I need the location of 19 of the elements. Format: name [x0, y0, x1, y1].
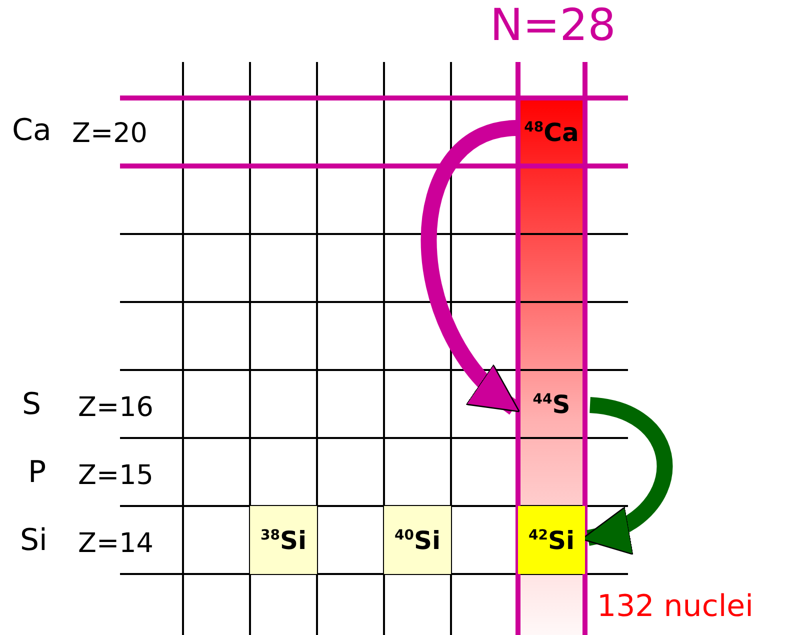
proton-number-label: Z=20: [72, 120, 148, 147]
proton-number-label: Z=14: [78, 530, 154, 557]
nuclide-symbol: $^{38}$Si: [260, 526, 307, 554]
element-symbol: P: [28, 458, 46, 488]
element-symbol: S: [22, 390, 42, 420]
nuclide-symbol: $^{44}$S: [532, 390, 570, 418]
nuclei-count-label: 132 nuclei: [597, 592, 754, 622]
element-symbol: Si: [20, 526, 48, 556]
nuclide-cell: [518, 506, 585, 574]
nuclide-symbol: $^{42}$Si: [528, 526, 575, 554]
proton-number-label: Z=16: [78, 394, 154, 421]
curved-arrow: [420, 120, 520, 414]
nuclide-cell: [250, 506, 317, 574]
nuclide-cell: [384, 506, 451, 574]
nuclide-symbol: $^{40}$Si: [394, 526, 441, 554]
element-symbol: Ca: [12, 116, 52, 146]
proton-number-label: Z=15: [78, 462, 154, 489]
neutron-number-label: N=28: [490, 4, 616, 48]
nuclide-symbol: $^{48}$Ca: [524, 118, 579, 146]
